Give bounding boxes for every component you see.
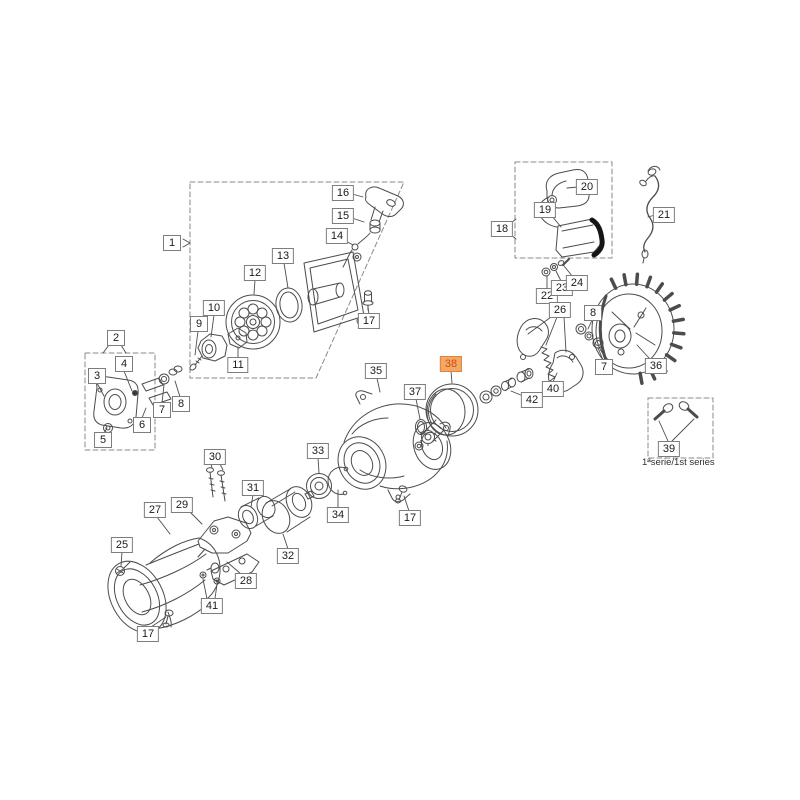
part-label-21[interactable]: 21 [652, 207, 676, 223]
circlip-drawing [327, 466, 349, 496]
crankcase-drawing [337, 390, 452, 503]
part-label-7b[interactable]: 7 [595, 359, 613, 375]
part-label-42[interactable]: 42 [520, 392, 544, 408]
part-label-28[interactable]: 28 [234, 573, 258, 589]
starter-screw-drawing [189, 355, 203, 371]
first-series-bolts-drawing [653, 401, 699, 421]
clutch-drum-drawing [414, 383, 479, 451]
clutch-shoes-drawing [516, 318, 584, 393]
part-label-35[interactable]: 35 [364, 363, 388, 379]
cone-screw-25-drawing [115, 561, 131, 576]
screw-17a-drawing [362, 290, 374, 311]
series-note-text: 1ªserie/1st series [642, 457, 715, 468]
part-label-26[interactable]: 26 [548, 302, 572, 318]
part-label-17c[interactable]: 17 [136, 626, 160, 642]
part-label-41[interactable]: 41 [200, 598, 224, 614]
bell-cone-drawing [107, 537, 221, 634]
part-label-1[interactable]: 1 [163, 235, 181, 251]
part-label-5[interactable]: 5 [94, 432, 112, 448]
part-label-30[interactable]: 30 [203, 449, 227, 465]
part-label-38[interactable]: 38 [439, 356, 463, 372]
group-box-mount [84, 352, 156, 451]
part-label-8[interactable]: 8 [172, 396, 190, 412]
part-label-11[interactable]: 11 [227, 357, 249, 373]
hardware-set-drawing [479, 368, 534, 404]
part-label-31[interactable]: 31 [241, 480, 265, 496]
bearing-drawing [306, 473, 332, 499]
part-label-17b[interactable]: 17 [398, 510, 422, 526]
part-label-14[interactable]: 14 [325, 228, 349, 244]
part-label-33[interactable]: 33 [306, 443, 330, 459]
group-box-starter [189, 181, 405, 379]
starter-pawl-drawing [227, 327, 248, 349]
starter-hub-drawing [197, 333, 228, 362]
washers-7-8-left-drawing [158, 365, 183, 385]
drum-housing-drawing [261, 486, 315, 534]
starter-pulley-drawing [225, 294, 281, 350]
part-label-17[interactable]: 17 [357, 313, 381, 329]
screw-17b-drawing [395, 485, 408, 504]
rope-bushing-drawing [369, 219, 381, 234]
starter-handle-drawing [364, 186, 404, 223]
part-label-36[interactable]: 36 [644, 358, 668, 374]
part-label-24[interactable]: 24 [565, 275, 589, 291]
part-label-7[interactable]: 7 [153, 402, 171, 418]
group-box-ignition [514, 161, 613, 259]
part-label-25[interactable]: 25 [110, 537, 134, 553]
carrier-bracket-drawing [197, 516, 252, 558]
part-label-2[interactable]: 2 [107, 330, 125, 346]
part-label-40[interactable]: 40 [541, 381, 565, 397]
part-label-4[interactable]: 4 [115, 356, 133, 372]
oring-drawing [415, 419, 427, 435]
part-label-10[interactable]: 10 [202, 300, 226, 316]
part-label-37[interactable]: 37 [403, 384, 427, 400]
part-label-32[interactable]: 32 [276, 548, 300, 564]
part-label-12[interactable]: 12 [243, 265, 267, 281]
part-label-16[interactable]: 16 [331, 185, 355, 201]
group-box-first-series [647, 397, 714, 459]
part-label-9[interactable]: 9 [190, 316, 208, 332]
part-label-3[interactable]: 3 [88, 368, 106, 384]
part-label-13[interactable]: 13 [271, 248, 295, 264]
part-label-8b[interactable]: 8 [584, 305, 602, 321]
part-label-34[interactable]: 34 [326, 507, 350, 523]
ignition-cable-drawing [639, 165, 661, 264]
part-label-19[interactable]: 19 [533, 202, 557, 218]
flywheel-fasteners-drawing [541, 258, 570, 277]
screw-17c-drawing [162, 609, 174, 628]
starter-gasket-ring-drawing [275, 287, 303, 323]
part-label-18[interactable]: 18 [490, 221, 514, 237]
part-label-27[interactable]: 27 [143, 502, 167, 518]
part-label-15[interactable]: 15 [331, 208, 355, 224]
part-label-20[interactable]: 20 [575, 179, 599, 195]
part-label-29[interactable]: 29 [170, 497, 194, 513]
part-label-39[interactable]: 39 [657, 441, 681, 457]
part-label-6[interactable]: 6 [133, 417, 151, 433]
carrier-screws-drawing [206, 467, 227, 502]
carrier-plate-drawing [206, 553, 260, 586]
